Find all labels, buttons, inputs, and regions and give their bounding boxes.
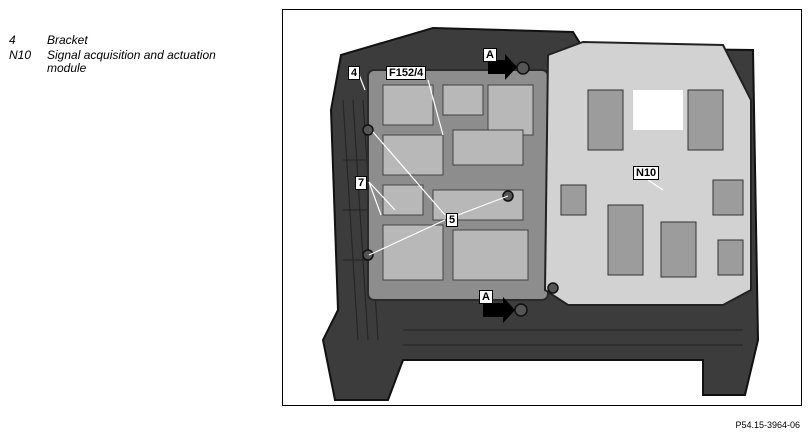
callout-5: 5 [446, 213, 459, 227]
module-illustration [321, 26, 760, 401]
legend-description: Signal acquisition and actuation module [47, 48, 216, 75]
callout-a-bottom: A [479, 290, 493, 304]
legend-code: 4 [9, 33, 16, 47]
legend-item-module: N10 Signal acquisition and actuation mod… [9, 49, 247, 75]
component-figure: A F152/4 4 N10 7 5 A [282, 9, 802, 406]
callout-n10: N10 [633, 166, 660, 180]
figure-reference: P54.15-3964-06 [735, 420, 800, 430]
legend: 4 Bracket N10 Signal acquisition and act… [9, 34, 247, 77]
callout-a-top: A [483, 48, 497, 62]
legend-item-bracket: 4 Bracket [9, 34, 247, 47]
legend-description: Bracket [47, 33, 88, 47]
legend-code: N10 [9, 48, 32, 62]
callout-4: 4 [348, 66, 361, 80]
callout-7: 7 [355, 176, 368, 190]
callout-f152-4: F152/4 [386, 66, 427, 80]
